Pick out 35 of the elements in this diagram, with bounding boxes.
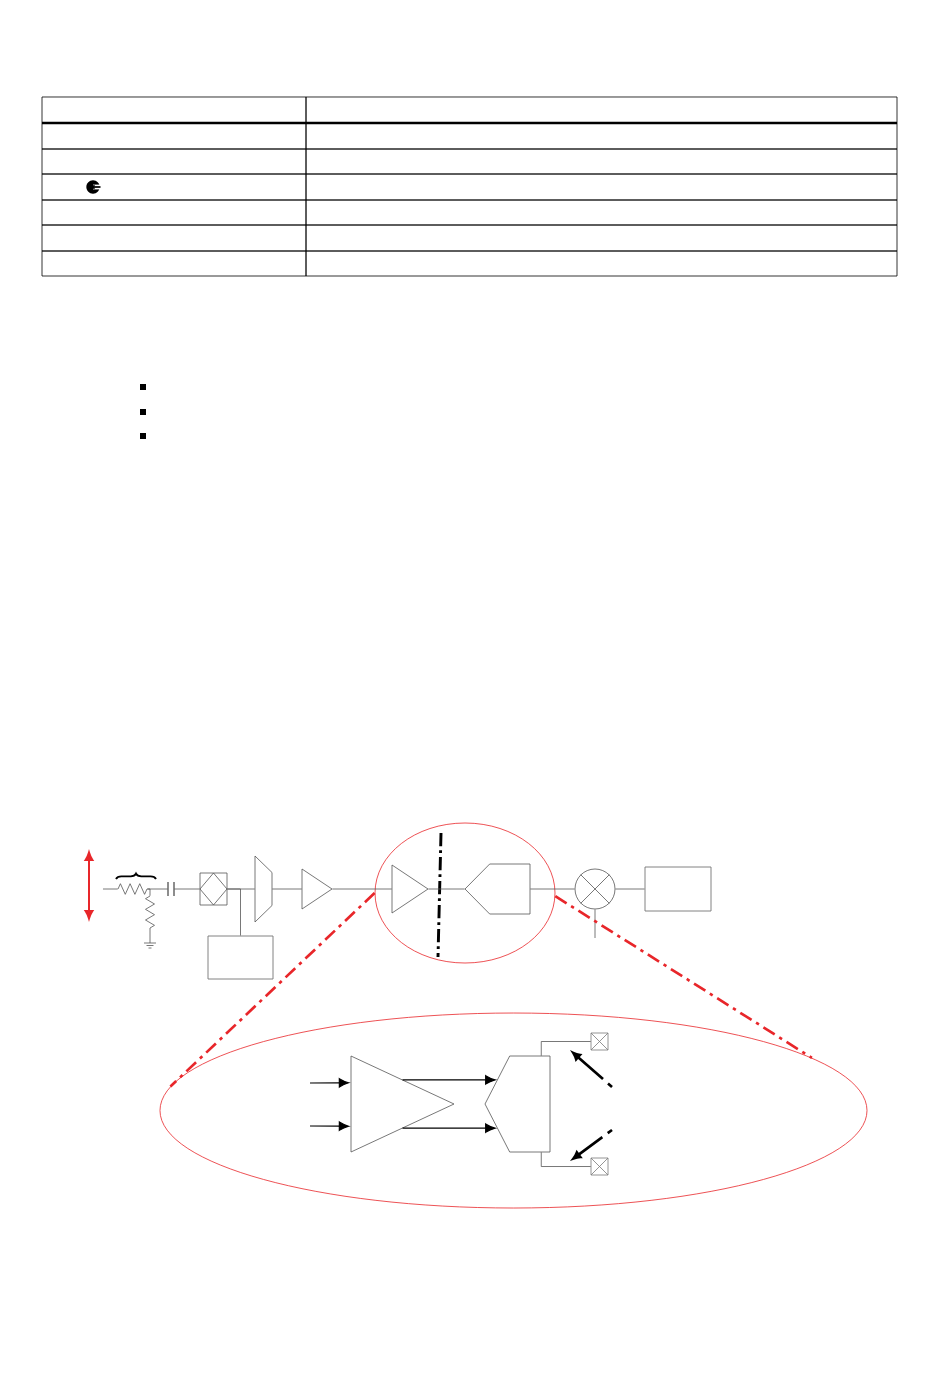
resistor-symbol — [117, 883, 148, 895]
bridge-symbol — [199, 872, 228, 906]
mixer-symbol — [574, 868, 616, 910]
arrow — [401, 1075, 496, 1085]
wire — [540, 1041, 592, 1057]
wire — [615, 888, 645, 890]
block-box — [644, 866, 712, 912]
amplifier-symbol — [301, 868, 333, 910]
zoom-line — [554, 895, 813, 1060]
wire — [427, 888, 466, 890]
wire — [271, 888, 303, 890]
amplifier-symbol — [391, 864, 429, 914]
wire — [226, 888, 241, 936]
trapezoid-block — [254, 855, 273, 923]
block-box — [207, 935, 274, 980]
arrow — [309, 1078, 350, 1088]
wire — [529, 888, 575, 890]
wire — [331, 888, 393, 890]
capacitor-symbol — [167, 881, 175, 897]
pentagon-block — [484, 1055, 551, 1153]
wire — [594, 909, 596, 939]
arrow — [401, 1123, 496, 1133]
pentagon-block — [464, 863, 531, 915]
wire — [146, 888, 151, 897]
zoom-ellipse — [159, 1012, 868, 1209]
pad-symbol — [590, 1157, 609, 1176]
zoom-ellipse — [374, 822, 556, 964]
arrow — [309, 1121, 350, 1131]
resistor-symbol — [145, 895, 155, 929]
pad-symbol — [590, 1032, 609, 1051]
wire — [540, 1151, 592, 1167]
wire — [102, 888, 119, 890]
wire — [173, 888, 201, 890]
amplifier-symbol — [350, 1055, 455, 1153]
zoom-line — [169, 892, 376, 1088]
